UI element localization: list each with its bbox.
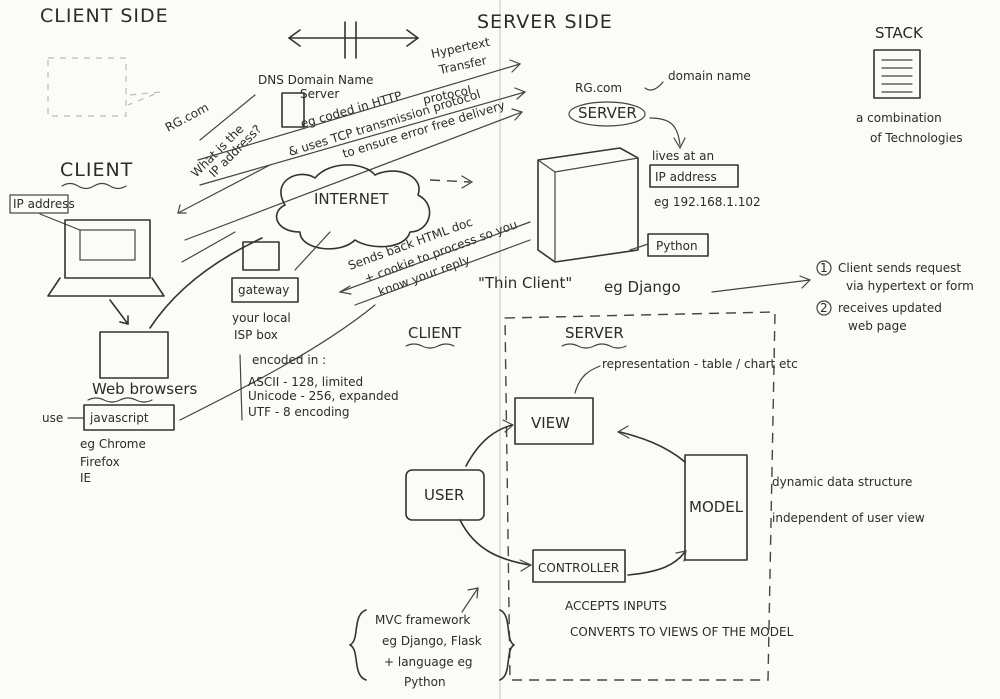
dns-line-2: Server [300, 87, 339, 101]
controller-note-2: CONVERTS TO VIEWS OF THE MODEL [570, 625, 794, 639]
view-box [514, 397, 594, 445]
note-2-num: 2 [820, 301, 828, 315]
server-heading: SERVER [578, 104, 637, 122]
internet-label: INTERNET [314, 190, 389, 208]
gateway-device [242, 241, 280, 271]
server-side-heading: SERVER SIDE [477, 11, 613, 33]
server-heading-circle [568, 101, 646, 127]
server-tower-icon [537, 147, 639, 263]
isp-line-1: your local [232, 311, 291, 325]
gateway-label: gateway [238, 283, 289, 297]
framework-arrow [461, 587, 479, 613]
encoding-item-3: UTF - 8 encoding [248, 405, 350, 419]
gateway-box [231, 277, 299, 303]
internet-cloud [275, 164, 431, 250]
encoding-item-1: ASCII - 128, limited [248, 375, 363, 389]
javascript-label: javascript [89, 411, 149, 425]
reply-to-javascript-line [179, 304, 376, 421]
dns-server-box [281, 92, 305, 128]
framework-left-brace [349, 609, 367, 681]
controller-box [532, 549, 626, 583]
framework-line-4: Python [404, 675, 446, 689]
note-1-line-2: via hypertext or form [846, 279, 974, 293]
mvc-client-label: CLIENT [408, 324, 462, 342]
stack-heading: STACK [875, 24, 924, 42]
server-ip-example: eg 192.168.1.102 [654, 195, 761, 209]
framework-line-1: MVC framework [375, 613, 470, 627]
controller-note-1: ACCEPTS INPUTS [565, 599, 667, 613]
model-box [684, 454, 748, 561]
mvc-server-label: SERVER [565, 324, 624, 342]
client-ip-box [9, 194, 69, 214]
lives-at: lives at an [652, 149, 714, 163]
isp-line-2: ISP box [234, 328, 278, 342]
model-label: MODEL [689, 498, 744, 516]
note-1-line-1: Client sends request [838, 261, 961, 275]
request-arrows [177, 59, 527, 263]
server-ip-box [649, 164, 739, 188]
javascript-box [83, 404, 175, 431]
domain-name-label: domain name [668, 69, 751, 83]
dns-line-1: DNS Domain Name [258, 73, 373, 87]
framework-right-brace [499, 609, 515, 681]
client-rg-com: RG.com [163, 100, 211, 134]
user-box [405, 469, 485, 521]
encoding-item-2: Unicode - 256, expanded [248, 389, 399, 403]
faint-box [47, 57, 127, 117]
laptop-icon [47, 219, 165, 297]
note-2-line-1: receives updated [838, 301, 942, 315]
browser-example-2: Firefox [80, 455, 120, 469]
model-note-1: dynamic data structure [772, 475, 912, 489]
note-1-num: 1 [820, 261, 828, 275]
stack-icon [873, 49, 921, 99]
server-ip-label: IP address [655, 170, 717, 184]
browser-example-1: eg Chrome [80, 437, 146, 451]
model-note-2: independent of user view [772, 511, 925, 525]
stack-desc-2: of Technologies [870, 131, 962, 145]
note-2-line-2: web page [848, 319, 907, 333]
use-label: use [42, 411, 63, 425]
mvc-cycle-arrows [459, 419, 687, 576]
user-label: USER [424, 486, 464, 504]
browser-to-internet-curve [149, 237, 263, 329]
view-label: VIEW [531, 414, 570, 432]
browser-window-box [99, 331, 169, 379]
client-ip-label: IP address [13, 197, 75, 211]
controller-label: CONTROLLER [538, 561, 619, 575]
client-heading: CLIENT [60, 159, 133, 181]
response-arrows [338, 221, 531, 306]
server-dashed-boundary [504, 311, 776, 681]
framework-line-3: + language eg [384, 655, 473, 669]
stack-desc-1: a combination [856, 111, 942, 125]
encoding-title: encoded in : [252, 353, 326, 367]
web-browsers-label: Web browsers [92, 380, 197, 398]
framework-line-2: eg Django, Flask [382, 634, 482, 648]
python-label: Python [656, 239, 698, 253]
server-domain: RG.com [575, 81, 622, 95]
thin-client-label: "Thin Client" [478, 274, 572, 292]
representation-note: representation - table / chart etc [602, 357, 798, 371]
thin-client-example: eg Django [604, 278, 681, 296]
client-side-heading: CLIENT SIDE [40, 5, 169, 27]
thin-client-arrow [711, 279, 811, 293]
python-box [647, 233, 709, 257]
browser-example-3: IE [80, 471, 91, 485]
